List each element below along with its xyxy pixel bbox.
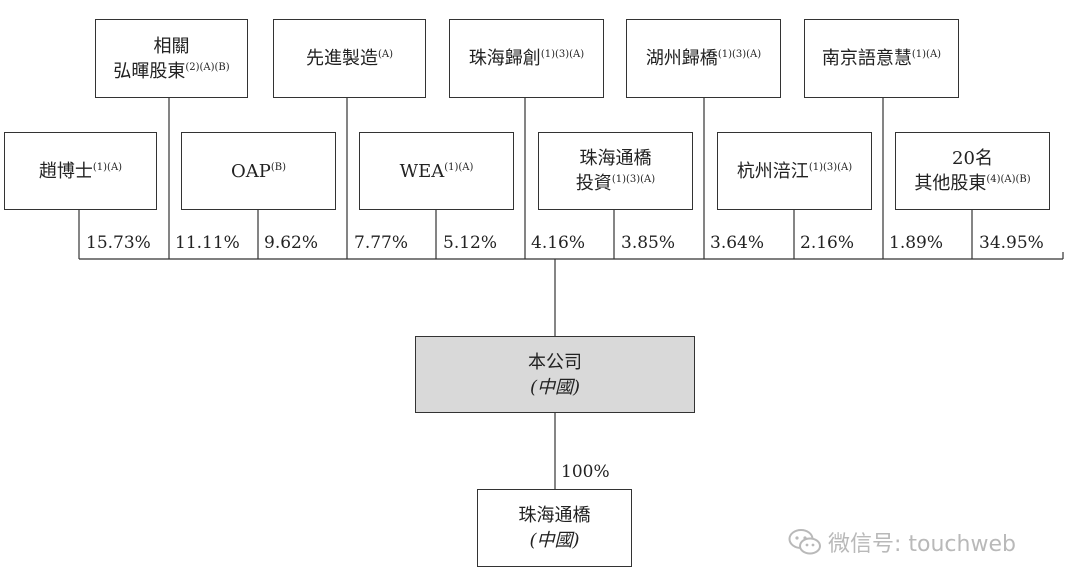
shareholder-other-20-box: 20名 其他股東(4)(A)(B) [895,132,1050,210]
shareholder-hangzhou-fujiang-box: 杭州涪江(1)(3)(A) [717,132,872,210]
wechat-icon [788,528,822,556]
pct-other-20: 34.95% [979,233,1044,253]
subsidiary-region: (中國) [529,530,580,551]
shareholder-name: 珠海歸創 [468,48,541,69]
pct-subsidiary-ownership: 100% [561,462,610,482]
pct-wea: 5.12% [443,233,498,253]
shareholder-zhuhai-guichuang-box: 珠海歸創(1)(3)(A) [449,19,604,98]
shareholder-huzhou-guiqiao-box: 湖州歸橋(1)(3)(A) [626,19,781,98]
shareholder-name: 杭州涪江 [736,160,809,182]
pct-zhuhai-tongqiao-investment: 3.85% [621,233,676,253]
footnote-ref: (1)(3)(A) [808,161,853,173]
shareholder-name: 珠海通橋 [579,148,652,169]
footnote-ref: (4)(A)(B) [986,174,1031,185]
subsidiary-box: 珠海通橋 (中國) [477,489,632,567]
shareholder-name: OAP [230,160,271,182]
watermark: 微信号: touchweb [788,526,1016,558]
shareholder-name: 先進製造 [305,48,378,69]
shareholder-honghui-box: 相關 弘暉股東(2)(A)(B) [95,19,248,98]
pct-zhuhai-guichuang: 4.16% [531,233,586,253]
shareholder-zhuhai-tongqiao-investment-box: 珠海通橋 投資(1)(3)(A) [538,132,693,210]
footnote-ref: (1)(A) [444,161,474,173]
pct-huzhou-guiqiao: 3.64% [710,233,765,253]
company-region: (中國) [529,376,581,398]
footnote-ref: (1)(3)(A) [611,174,656,185]
pct-oap: 9.62% [264,233,319,253]
shareholder-advanced-mfg-box: 先進製造(A) [273,19,426,98]
shareholder-name: 趙博士 [38,160,93,182]
footnote-ref: (1)(A) [92,161,123,173]
company-box: 本公司 (中國) [415,336,695,413]
shareholder-wea-box: WEA(1)(A) [359,132,514,210]
footnote-ref: (1)(3)(A) [540,49,585,60]
shareholder-name: 南京語意慧 [821,48,912,69]
shareholder-nanjing-yuyihui-box: 南京語意慧(1)(A) [804,19,959,98]
shareholder-dr-zhao-box: 趙博士(1)(A) [4,132,157,210]
footnote-ref: (1)(3)(A) [717,49,762,60]
shareholder-name: 相關 [153,35,190,57]
watermark-text: 微信号: touchweb [828,532,1016,557]
footnote-ref: (2)(A)(B) [185,61,230,73]
footnote-ref: (A) [377,49,394,60]
shareholder-name-line2: 弘暉股東 [113,60,186,82]
pct-nanjing-yuyihui: 1.89% [889,233,944,253]
subsidiary-name: 珠海通橋 [518,505,591,526]
shareholder-name: WEA [399,160,445,182]
shareholder-oap-box: OAP(B) [181,132,336,210]
footnote-ref: (B) [270,161,287,173]
pct-honghui: 11.11% [175,233,240,253]
pct-dr-zhao: 15.73% [86,233,151,253]
shareholder-name: 20名 [952,148,993,169]
shareholder-name-line2: 其他股東 [914,173,987,194]
pct-advanced-mfg: 7.77% [354,233,409,253]
shareholder-name: 湖州歸橋 [645,48,718,69]
company-name: 本公司 [528,351,582,373]
footnote-ref: (1)(A) [911,49,942,60]
pct-hangzhou-fujiang: 2.16% [800,233,855,253]
shareholder-name-line2: 投資 [575,173,612,194]
